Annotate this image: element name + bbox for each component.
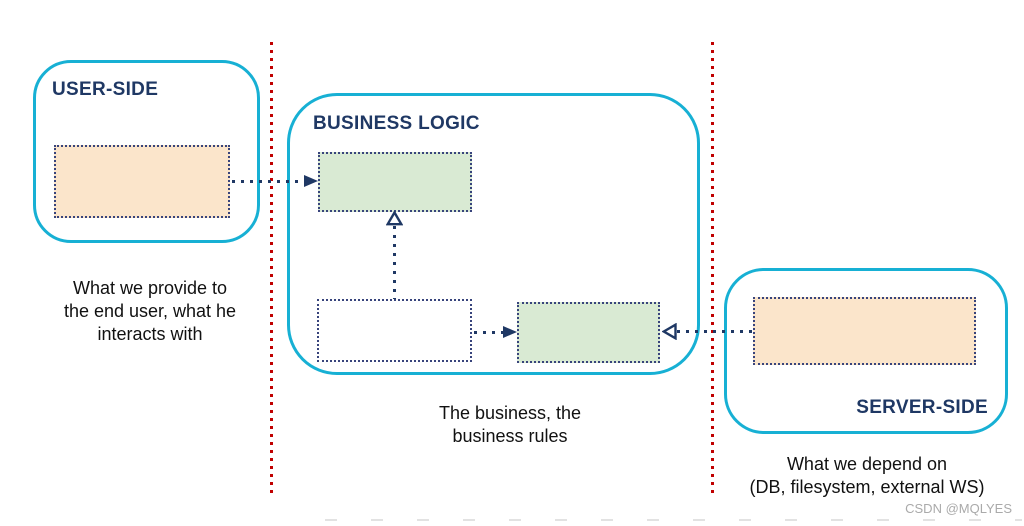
arrow-core-to-gateway-line xyxy=(474,331,504,334)
zone-divider-right xyxy=(711,42,714,496)
arrow-user-to-business-line xyxy=(232,180,305,183)
business-logic-caption: The business, the business rules xyxy=(438,403,582,446)
faint-guide-line xyxy=(325,519,1022,521)
arrowhead-right-icon xyxy=(304,175,318,187)
watermark-text: CSDN @MQLYES xyxy=(905,501,1012,516)
user-side-caption: What we provide to the end user, what he… xyxy=(63,278,237,344)
business-core-block xyxy=(317,299,472,362)
server-side-block xyxy=(753,297,976,365)
arrow-server-to-gateway-line xyxy=(677,330,753,333)
arrow-core-to-top-line xyxy=(393,226,396,299)
arrowhead-right-icon xyxy=(503,326,517,338)
user-side-block xyxy=(54,145,230,218)
business-logic-label: BUSINESS LOGIC xyxy=(313,113,480,134)
arrowhead-open-left-icon xyxy=(662,323,677,340)
business-gateway-block xyxy=(517,302,660,363)
server-side-caption: What we depend on (DB, filesystem, exter… xyxy=(749,454,985,497)
business-logic-top-block xyxy=(318,152,472,212)
user-side-label: USER-SIDE xyxy=(52,79,159,100)
zone-divider-left xyxy=(270,42,273,496)
arrowhead-open-up-icon xyxy=(386,211,403,226)
server-side-label: SERVER-SIDE xyxy=(856,397,988,418)
